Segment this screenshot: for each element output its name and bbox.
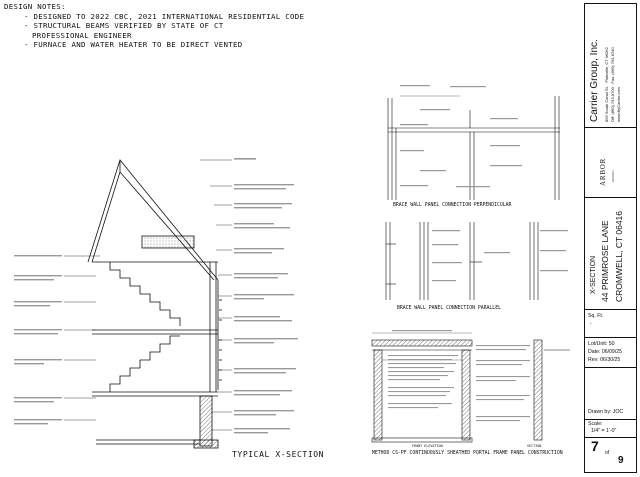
project-street: 44 PRIMROSE LANE <box>600 220 610 302</box>
drawing-date: Date: 06/09/25 <box>588 349 623 355</box>
revision-date: Rev: 06/30/25 <box>588 357 621 363</box>
sheet-number: 7 <box>591 438 599 454</box>
company-address-3: www.ByCarrier.com <box>616 87 621 122</box>
sqft-label: Sq. Ft. <box>588 313 604 319</box>
company-address-1: 856 South Canal St. · Plainville, CT 060… <box>604 47 609 122</box>
company-name: Carrier Group, Inc. <box>589 39 600 122</box>
total-sheets: 9 <box>618 455 624 466</box>
brace-parallel-caption: BRACE WALL PANEL CONNECTION PARALLEL <box>397 306 501 311</box>
project-cell: X-SECTION 44 PRIMROSE LANE CROMWELL, CT … <box>585 198 636 310</box>
annotation-text-marks <box>14 158 298 434</box>
drawn-by-cell: Drawn by: JOC <box>585 368 636 420</box>
company-address-2: Off: (860) 793-8700 · Fax: (860) 793-624… <box>610 47 615 122</box>
scale-label: Scale: <box>588 421 603 427</box>
drawn-by: Drawn by: JOC <box>588 409 624 415</box>
design-note-2: - STRUCTURAL BEAMS VERIFIED BY STATE OF … <box>24 21 224 31</box>
design-note-1: - DESIGNED TO 2022 CBC, 2021 INTERNATION… <box>24 11 305 21</box>
lot-date-cell: Lot/Unit: 50 Date: 06/09/25 Rev: 06/30/2… <box>585 338 636 368</box>
portal-frame-drawing <box>371 332 570 443</box>
design-notes: DESIGN NOTES: - DESIGNED TO 2022 CBC, 20… <box>4 2 364 50</box>
lot-unit: Lot/Unit: 50 <box>588 341 615 347</box>
front-elevation-caption: FRONT ELEVATION <box>412 444 443 448</box>
scale-cell: Scale: 1/4" = 1'-0" <box>585 420 636 438</box>
brace-wall-parallel-drawing <box>385 222 539 300</box>
design-notes-heading: DESIGN NOTES: <box>4 2 66 11</box>
typical-section-drawing <box>64 159 232 449</box>
design-note-4: - FURNACE AND WATER HEATER TO BE DIRECT … <box>24 40 243 50</box>
sqft-value: - <box>590 321 592 327</box>
section-caption: SECTION <box>527 444 542 448</box>
brace-wall-perpendicular-drawing <box>387 95 560 200</box>
sheet-number-cell: 7 of 9 <box>585 438 636 472</box>
company-cell: Carrier Group, Inc. 856 South Canal St. … <box>585 4 636 128</box>
typical-section-caption: TYPICAL X-SECTION <box>232 450 325 459</box>
portal-frame-caption: METHOD CS-PF CONTINUOUSLY SHEATHED PORTA… <box>372 451 563 456</box>
design-note-3: PROFESSIONAL ENGINEER <box>32 30 132 40</box>
title-block: Carrier Group, Inc. 856 South Canal St. … <box>584 3 637 473</box>
sheet-title: X-SECTION <box>590 255 597 294</box>
sqft-cell: Sq. Ft. - <box>585 310 636 338</box>
scale-value: 1/4" = 1'-0" <box>591 428 617 434</box>
brace-perpendicular-caption: BRACE WALL PANEL CONNECTION PERPENDICULA… <box>393 203 512 208</box>
brand-logo: ARBOR <box>599 157 607 186</box>
brand-sub: DESIGN <box>611 170 615 182</box>
project-city: CROMWELL, CT 06416 <box>614 210 624 302</box>
brand-cell: ARBOR DESIGN <box>585 128 636 198</box>
sheet-of-label: of <box>605 450 610 456</box>
